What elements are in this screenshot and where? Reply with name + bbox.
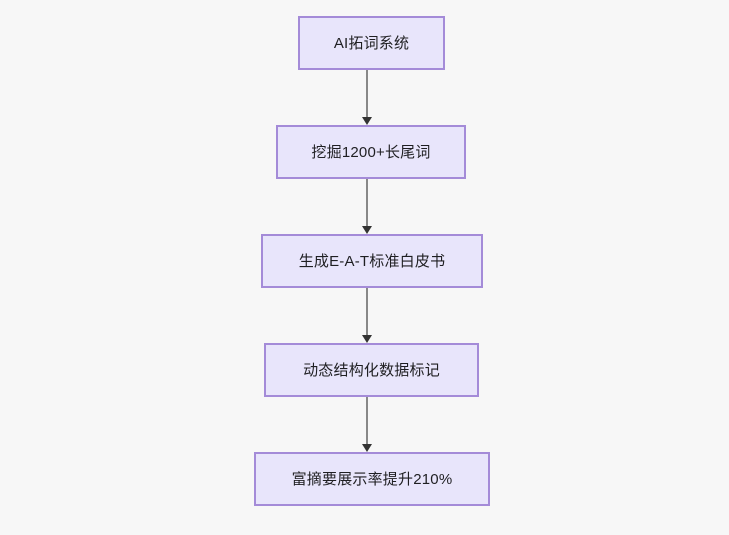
flow-node-label: 富摘要展示率提升210% bbox=[291, 470, 453, 488]
arrow-head-icon bbox=[362, 335, 372, 343]
flow-connector-4 bbox=[362, 397, 372, 452]
flow-node-ai-keyword-system[interactable]: AI拓词系统 bbox=[298, 16, 445, 70]
flow-node-longtail-keywords[interactable]: 挖掘1200+长尾词 bbox=[276, 125, 466, 179]
arrow-head-icon bbox=[362, 444, 372, 452]
connector-line bbox=[366, 70, 368, 118]
arrow-head-icon bbox=[362, 117, 372, 125]
flow-node-label: 生成E-A-T标准白皮书 bbox=[298, 252, 446, 270]
connector-line bbox=[366, 397, 368, 445]
flow-node-eat-whitepaper[interactable]: 生成E-A-T标准白皮书 bbox=[261, 234, 483, 288]
connector-line bbox=[366, 179, 368, 227]
flow-node-label: 挖掘1200+长尾词 bbox=[311, 143, 431, 161]
flow-node-label: AI拓词系统 bbox=[333, 34, 410, 52]
flow-connector-2 bbox=[362, 179, 372, 234]
arrow-head-icon bbox=[362, 226, 372, 234]
connector-line bbox=[366, 288, 368, 336]
flow-node-rich-snippet-rate[interactable]: 富摘要展示率提升210% bbox=[254, 452, 490, 506]
flow-connector-1 bbox=[362, 70, 372, 125]
flow-node-label: 动态结构化数据标记 bbox=[303, 361, 440, 379]
flow-node-structured-data-markup[interactable]: 动态结构化数据标记 bbox=[264, 343, 479, 397]
flow-connector-3 bbox=[362, 288, 372, 343]
